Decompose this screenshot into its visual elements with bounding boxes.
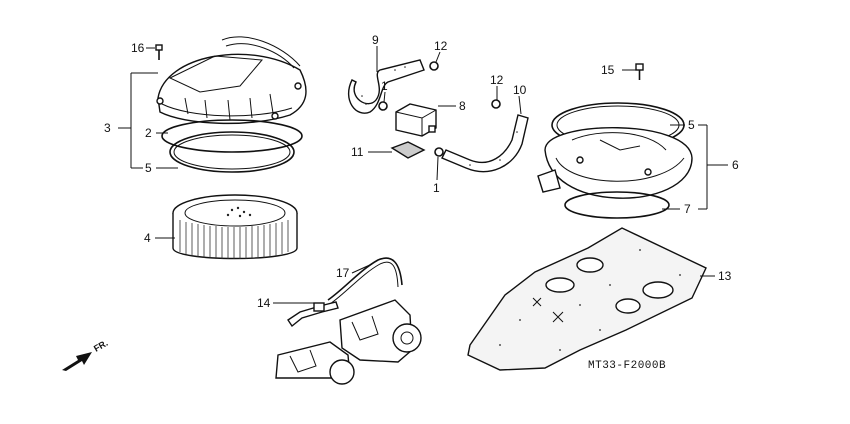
valve-8 — [395, 103, 437, 137]
gasket-5-left — [169, 131, 295, 173]
callout-8: 8 — [459, 99, 466, 113]
clip-12b — [491, 99, 501, 109]
callout-16: 16 — [131, 41, 145, 55]
seal-7 — [564, 191, 670, 219]
hose-9 — [347, 59, 425, 114]
pad-11 — [390, 141, 426, 159]
hose-10 — [441, 114, 529, 173]
front-direction-arrow: FR. — [62, 338, 110, 371]
callout-6: 6 — [732, 158, 739, 172]
screw-16 — [155, 44, 163, 60]
clip-12a — [429, 61, 439, 71]
callout-7: 7 — [684, 202, 691, 216]
callout-12-mid: 12 — [490, 73, 504, 87]
insulator-13 — [467, 227, 707, 371]
callout-11: 11 — [351, 145, 364, 159]
callout-17: 17 — [336, 266, 350, 280]
callout-9: 9 — [372, 33, 379, 47]
callout-5-left: 5 — [145, 161, 152, 175]
seal-2 — [161, 119, 303, 153]
carburetor-assembly — [275, 299, 422, 385]
air-cleaner-cover — [156, 36, 307, 125]
callout-14: 14 — [257, 296, 271, 310]
direction-label: FR. — [92, 338, 110, 354]
air-cleaner-case — [537, 127, 693, 199]
tube-14 — [287, 301, 339, 328]
callout-10: 10 — [513, 83, 527, 97]
leader-lines — [118, 46, 728, 304]
callout-3: 3 — [104, 121, 111, 135]
callout-2: 2 — [145, 126, 152, 140]
clip-1a — [378, 101, 388, 111]
diagram-code: MT33-F2000B — [588, 360, 666, 372]
bolt-15 — [635, 63, 644, 80]
callout-15: 15 — [601, 63, 615, 77]
callout-5-right: 5 — [688, 118, 695, 132]
callout-4: 4 — [144, 231, 151, 245]
tube-17 — [327, 257, 403, 301]
callout-12-top: 12 — [434, 39, 448, 53]
callout-13: 13 — [718, 269, 732, 283]
clip-1b — [434, 147, 444, 157]
callout-1-top: 1 — [381, 79, 388, 93]
callout-1-bottom: 1 — [433, 181, 440, 195]
air-filter-element — [172, 194, 298, 260]
